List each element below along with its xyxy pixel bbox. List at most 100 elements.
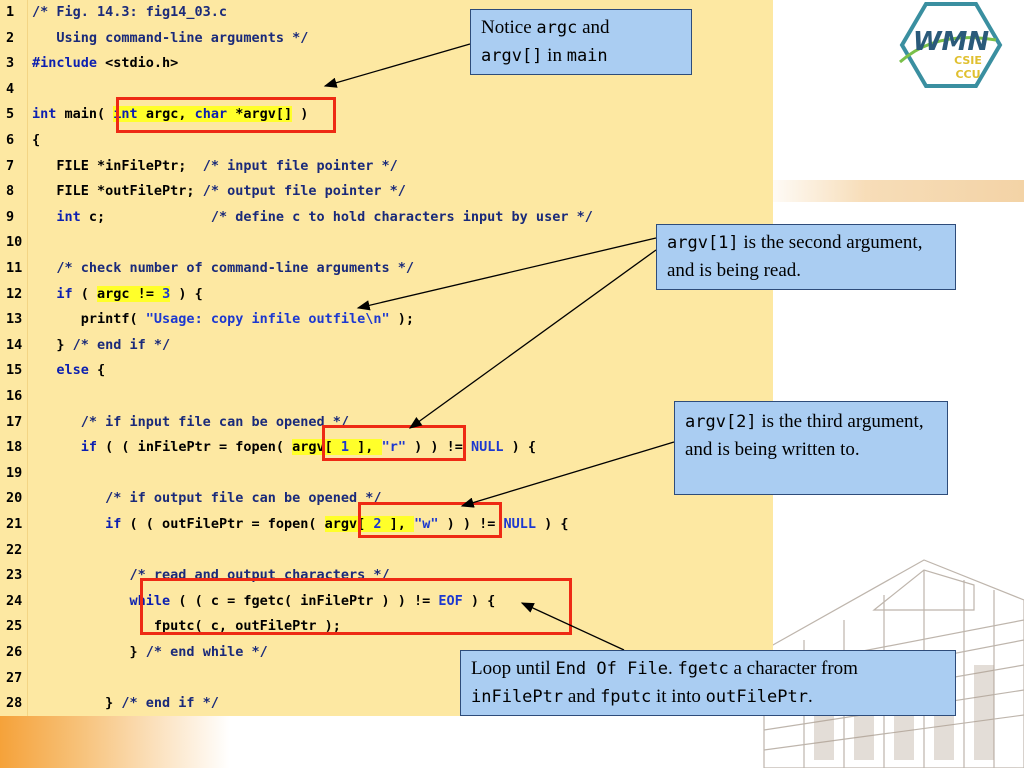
callout-code: outFilePtr — [705, 687, 808, 707]
code-text: { — [88, 362, 106, 379]
string-literal: "r" — [381, 439, 406, 456]
background-orange-gradient — [0, 715, 230, 768]
code-text: argc != — [97, 285, 163, 302]
string-literal: "w" — [414, 516, 439, 532]
line-number: 21 — [6, 516, 23, 532]
callout-code: argc — [536, 18, 578, 38]
code-text — [32, 209, 56, 225]
highlight-main-params: int argc, char *argv[] — [113, 106, 293, 123]
keyword: char — [194, 106, 228, 123]
keyword: int — [32, 106, 57, 123]
line-number: 14 — [6, 336, 23, 353]
line-number: 18 — [6, 439, 23, 456]
callout-text: . — [807, 686, 813, 707]
code-text: ( ( outFilePtr = fopen( — [121, 516, 325, 532]
code-text — [32, 593, 130, 609]
line-number: 25 — [6, 618, 23, 635]
code-text: } — [32, 695, 122, 712]
code-text: } — [32, 336, 73, 353]
code-text — [32, 439, 81, 455]
line-number: 24 — [6, 592, 23, 609]
callout-text: in — [542, 45, 567, 66]
keyword: if — [80, 439, 98, 456]
callout-argv2: argv[2] is the third argument, and is be… — [674, 401, 948, 495]
comment: /* end while */ — [145, 644, 268, 660]
code-text: ], — [381, 516, 415, 532]
callout-code: End Of File — [555, 659, 669, 679]
red-box-while-loop — [140, 578, 572, 635]
callout-text: . — [668, 658, 678, 679]
constant: NULL — [470, 439, 504, 456]
line-number: 23 — [6, 567, 23, 584]
code-text: <stdio.h> — [97, 55, 179, 72]
line-number: 28 — [6, 695, 23, 712]
code-text: ) { — [170, 285, 203, 302]
logo-sub1: CSIE — [954, 54, 982, 67]
line-number: 16 — [6, 388, 23, 404]
code-line-5: int main( int argc, char *argv[] ) — [32, 102, 308, 128]
code-text: main( — [56, 106, 114, 123]
code-text: FILE *outFilePtr; — [32, 183, 203, 200]
code-line-3: #include <stdio.h> — [32, 51, 178, 77]
line-number: 26 — [6, 644, 23, 660]
code-panel: 1 2 3 4 5 6 7 8 9 10 11 12 13 14 15 16 1… — [0, 0, 773, 716]
code-line-17: /* if input file can be opened */ — [32, 413, 349, 430]
logo-sub2: CCU — [955, 68, 980, 81]
code-line-11: /* check number of command-line argument… — [32, 260, 415, 276]
constant: NULL — [503, 516, 536, 532]
highlight-argv2: argv[ 2 ], — [324, 516, 415, 532]
red-box-argv1 — [322, 425, 466, 461]
keyword: int — [113, 106, 138, 123]
logo-text: WMN — [913, 27, 990, 57]
callout-text: it into — [651, 686, 706, 707]
code-text: ) — [292, 106, 309, 123]
preprocessor: #include — [32, 55, 98, 72]
code-text: } — [32, 644, 146, 660]
code-text: ], — [349, 439, 382, 456]
red-box-argv2 — [358, 502, 502, 538]
keyword: else — [56, 362, 89, 379]
code-text: c; — [80, 208, 211, 225]
line-number: 12 — [6, 285, 23, 302]
code-line-6: { — [32, 132, 41, 148]
line-number: 10 — [6, 234, 23, 251]
wmn-logo: WMN CSIE CCU — [899, 1, 1003, 88]
line-number: 2 — [6, 29, 15, 46]
number-literal: 3 — [162, 285, 171, 302]
code-text — [32, 286, 56, 302]
code-text: ( — [72, 285, 98, 302]
code-line-14: } /* end if */ — [32, 333, 170, 359]
code-line-15: else { — [32, 358, 105, 384]
code-text: FILE *inFilePtr; — [32, 157, 203, 174]
callout-text: a character from — [728, 658, 858, 679]
line-number: 22 — [6, 541, 23, 558]
comment: /* end if */ — [121, 695, 219, 712]
callout-text: is the second argument, and is being rea… — [667, 232, 923, 281]
number-literal: 2 — [373, 516, 382, 532]
callout-text: and — [577, 17, 610, 38]
code-text: argc, — [137, 106, 195, 123]
code-text — [32, 362, 56, 378]
callout-code: argv[] — [481, 46, 543, 66]
line-number: 4 — [6, 80, 15, 97]
code-text: ) ) != — [438, 516, 504, 532]
code-text: ( ( inFilePtr = fopen( — [97, 439, 293, 456]
line-number: 5 — [6, 106, 15, 123]
code-text: *argv[] — [227, 106, 293, 123]
code-text: ) { — [536, 516, 569, 532]
background-stripe — [760, 180, 1024, 202]
comment: /* output file pointer */ — [202, 183, 406, 200]
code-text: ) { — [503, 439, 537, 456]
code-text: ) ) != — [405, 439, 471, 456]
keyword: while — [129, 592, 171, 609]
line-number: 13 — [6, 311, 23, 328]
string-literal: "Usage: copy infile outfile\n" — [145, 311, 390, 328]
code-line-9: int c; /* define c to hold characters in… — [32, 205, 592, 231]
keyword: if — [105, 516, 122, 532]
code-line-26: } /* end while */ — [32, 640, 268, 666]
callout-code: inFilePtr — [471, 687, 564, 707]
line-number: 27 — [6, 669, 23, 686]
code-line-20: /* if output file can be opened */ — [32, 490, 382, 507]
callout-text: is the third argument, and is being writ… — [685, 411, 924, 460]
